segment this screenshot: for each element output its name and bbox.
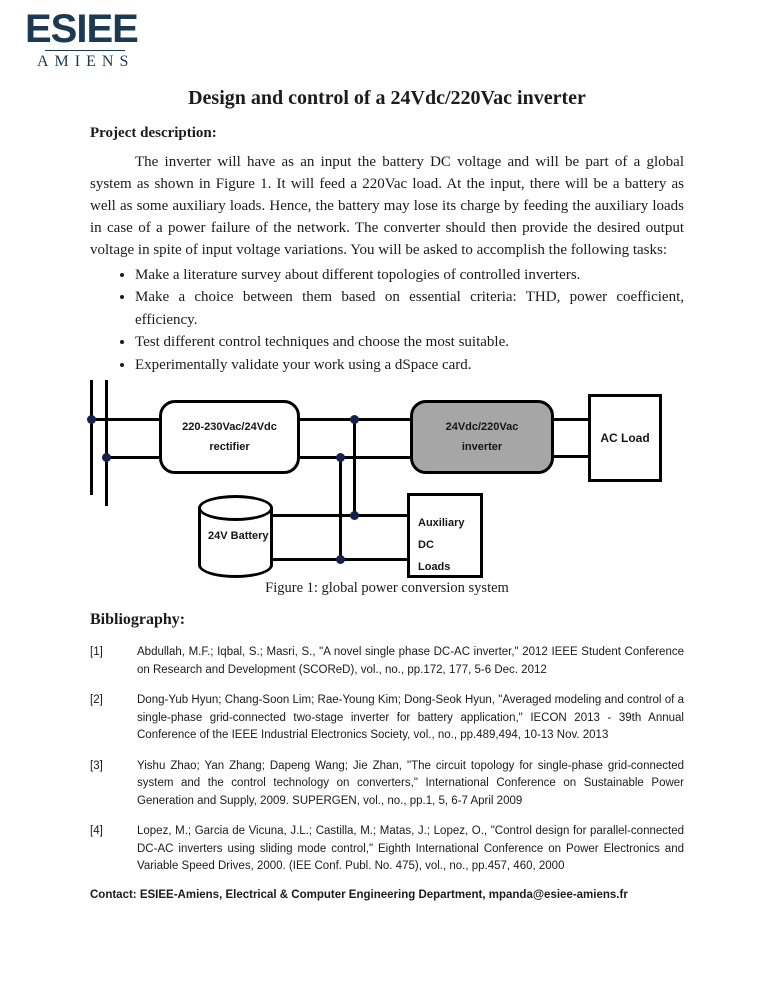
page-title: Design and control of a 24Vdc/220Vac inv… — [188, 87, 586, 109]
task-item: Experimentally validate your work using … — [135, 354, 684, 376]
bibliography-heading: Bibliography: — [90, 611, 186, 629]
reference-number: [3] — [90, 759, 103, 772]
junction-dot — [336, 555, 345, 565]
wire-acout-bottom — [553, 455, 589, 459]
esiee-amiens-logo: ESIEE AMIENS — [25, 8, 155, 71]
reference-number: [2] — [90, 694, 103, 707]
figure-1-diagram: 220-230Vac/24Vdc rectifier 24Vdc/220Vac … — [0, 378, 768, 579]
inverter-label-line2: inverter — [461, 441, 503, 454]
reference-item: [3] Yishu Zhao; Yan Zhang; Dapeng Wang; … — [90, 758, 684, 811]
wire-tap-negative — [339, 456, 342, 562]
rectifier-label-line2: rectifier — [209, 441, 250, 454]
aux-label-line1: Auxiliary — [418, 517, 465, 530]
inverter-label-line1: 24Vdc/220Vac — [445, 421, 519, 434]
ac-load-label: AC Load — [600, 431, 650, 446]
aux-dc-loads-block: Auxiliary DC Loads — [407, 493, 483, 579]
project-description-heading: Project description: — [90, 125, 217, 141]
wire-ac-bottom — [106, 456, 161, 460]
reference-list: [1] Abdullah, M.F.; Iqbal, S.; Masri, S.… — [90, 644, 684, 876]
project-description-paragraph: The inverter will have as an input the b… — [90, 154, 684, 258]
wire-battery-top — [272, 514, 407, 518]
inverter-block: 24Vdc/220Vac inverter — [410, 400, 554, 475]
reference-text: Yishu Zhao; Yan Zhang; Dapeng Wang; Jie … — [137, 759, 684, 807]
battery-cylinder: 24V Battery — [198, 495, 273, 579]
reference-item: [4] Lopez, M.; Garcia de Vicuna, J.L.; C… — [90, 823, 684, 876]
logo-rule — [45, 50, 125, 51]
aux-label-line3: Loads — [418, 561, 451, 574]
reference-number: [4] — [90, 825, 103, 838]
wire-bus-right — [105, 380, 108, 507]
reference-item: [1] Abdullah, M.F.; Iqbal, S.; Masri, S.… — [90, 644, 684, 679]
rectifier-block: 220-230Vac/24Vdc rectifier — [159, 400, 300, 475]
battery-label-line2: Battery — [230, 530, 269, 543]
wire-tap-positive — [353, 418, 356, 518]
battery-cylinder-top — [198, 495, 273, 522]
task-item: Make a choice between them based on esse… — [135, 286, 684, 331]
task-item: Make a literature survey about different… — [135, 264, 684, 286]
logo-wordmark: ESIEE — [25, 7, 139, 51]
battery-label: 24V Battery — [208, 525, 269, 547]
contact-line: Contact: ESIEE-Amiens, Electrical & Comp… — [90, 888, 628, 901]
junction-dot — [87, 415, 96, 425]
wire-acout-top — [553, 418, 589, 422]
wire-bus-left — [90, 380, 93, 496]
aux-label-line2: DC — [418, 539, 434, 552]
junction-dot — [350, 415, 359, 425]
figure-caption: Figure 1: global power conversion system — [265, 580, 509, 597]
task-list: Make a literature survey about different… — [90, 264, 684, 376]
reference-text: Abdullah, M.F.; Iqbal, S.; Masri, S., "A… — [137, 646, 684, 676]
reference-text: Dong-Yub Hyun; Chang-Soon Lim; Rae-Young… — [137, 694, 684, 742]
task-item: Test different control techniques and ch… — [135, 331, 684, 353]
logo-subtitle: AMIENS — [37, 53, 135, 70]
ac-load-block: AC Load — [588, 394, 662, 483]
battery-label-line1: 24V — [208, 530, 228, 543]
junction-dot — [102, 453, 111, 463]
junction-dot — [336, 453, 345, 463]
reference-item: [2] Dong-Yub Hyun; Chang-Soon Lim; Rae-Y… — [90, 692, 684, 745]
wire-ac-top — [91, 418, 161, 422]
junction-dot — [350, 511, 359, 521]
reference-number: [1] — [90, 646, 103, 659]
reference-text: Lopez, M.; Garcia de Vicuna, J.L.; Casti… — [137, 825, 684, 873]
rectifier-label-line1: 220-230Vac/24Vdc — [182, 421, 277, 434]
